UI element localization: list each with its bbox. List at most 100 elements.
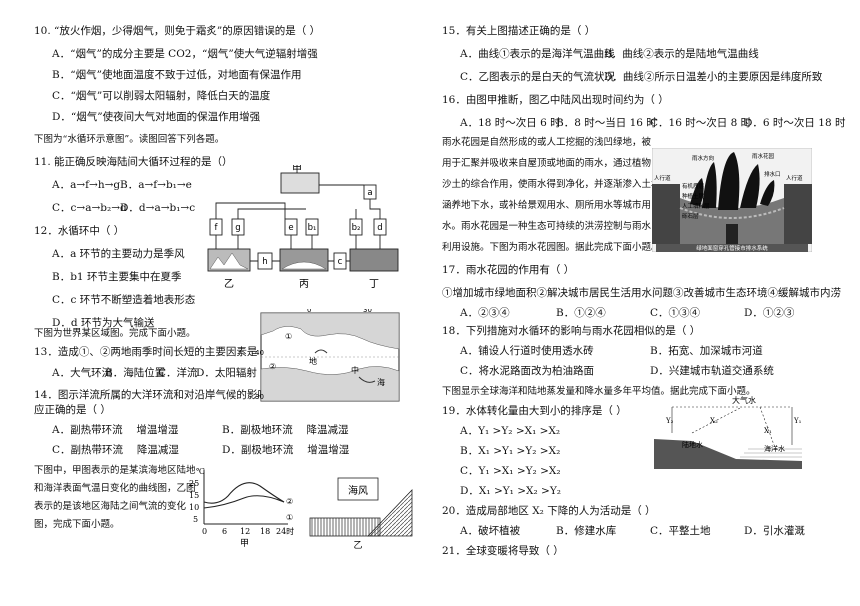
sea-intro-line1: 下图中，甲图表示的是某滨海地区陆地	[34, 465, 196, 476]
q19-option-a: A．Y₁ >Y₂ >X₁ >X₂	[460, 425, 561, 437]
q17-option-c: C．①③④	[650, 307, 701, 319]
q11-option-c: C．c→a→b₂→d	[52, 202, 127, 214]
q10-option-c: C．“烟气”可以削弱太阳辐射，降低白天的温度	[52, 90, 271, 102]
rain-text-line-1: 雨水花园是自然形成的或人工挖掘的浅凹绿地，被	[442, 137, 652, 148]
water-cycle-figure: 甲 乙 丙 丁 f g e b₁ b₂ d a h c	[204, 165, 402, 293]
breeze-figure-label: 乙	[353, 540, 362, 550]
transfer-y2: Y₂	[665, 417, 674, 425]
map-lat-30: 30	[255, 393, 264, 401]
rain-text-line-3: 沙土的综合作用，使雨水得到净化，并逐渐渗入土壤，	[442, 179, 671, 190]
garden-label-drain-pipe: 绿地面窗穿孔管接市排水系统	[696, 244, 768, 252]
temp-figure-label: 甲	[240, 538, 249, 548]
q16-option-b: B．8 时～当日 16 时	[556, 117, 657, 129]
temp-xtick-18: 18	[260, 527, 270, 536]
region-map-figure: 0° 30 40 30 ① ② 地 中 海	[255, 309, 405, 405]
cycle-right-label: 丁	[369, 279, 379, 290]
garden-label-gravel-layer: 砾石层	[682, 212, 699, 220]
temp-xtick-0: 0	[202, 527, 207, 536]
q17-stem: 17．雨水花园的作用有（ ）	[442, 264, 575, 276]
cycle-box-a: a	[367, 188, 372, 198]
q13-option-a: A．大气环流	[52, 367, 113, 379]
temp-xtick-24: 24时	[276, 526, 294, 536]
temp-xtick-12: 12	[240, 527, 250, 536]
q20-option-d: D．引水灌溉	[744, 525, 805, 537]
garden-label-rain-garden: 雨水花园	[752, 152, 775, 160]
rain-text-line-4: 涵养地下水，或补给景观用水、厕所用水等城市用	[442, 200, 652, 211]
q20-option-b: B．修建水库	[556, 525, 617, 537]
garden-label-fill-layer: 人工填料层	[682, 202, 710, 210]
cycle-box-b2: b₂	[352, 223, 361, 233]
rain-text-line-2: 用于汇聚并吸收来自屋顶或地面的雨水，通过植物	[442, 158, 652, 169]
q11-stem: 11. 能正确反映海陆间大循环过程的是（）	[34, 156, 233, 168]
map-point-2: ②	[269, 362, 276, 371]
temp-ytick-15: 15	[189, 491, 199, 500]
q16-option-d: D．6 时～次日 18 时	[744, 117, 846, 129]
transfer-ocean-water: 海洋水	[764, 444, 785, 453]
q14-option-a: A．副热带环流 增温增湿	[52, 424, 179, 436]
temp-xtick-6: 6	[222, 527, 227, 536]
q13-option-c: C．洋流	[158, 367, 198, 379]
q17-option-b: B．①②④	[556, 307, 606, 319]
q18-option-d: D．兴建城市轨道交通系统	[650, 365, 774, 377]
q14-stem-line2: 应正确的是（ ）	[34, 404, 111, 416]
transfer-intro: 下图显示全球海洋和陆地蒸发量和降水量多年平均值。据此完成下面小题。	[442, 386, 756, 397]
temp-ytick-5: 5	[193, 515, 198, 524]
cycle-top-label: 甲	[292, 165, 302, 175]
q21-stem: 21．全球变暖将导致（ ）	[442, 545, 564, 557]
cycle-box-h: h	[262, 257, 267, 267]
q14-option-d: D．副极地环流 增温增湿	[222, 444, 350, 456]
temp-curve-2-label: ②	[286, 497, 293, 506]
temp-ytick-25: 25	[189, 479, 199, 488]
garden-label-sidewalk-left: 人行道	[654, 174, 671, 182]
q13-stem: 13．造成①、②两地雨季时间长短的主要因素是（ ）	[34, 346, 282, 358]
garden-label-outlet: 排水口	[764, 170, 781, 178]
cycle-box-b1: b₁	[308, 223, 317, 233]
q17-items: ①增加城市绿地面积②解决城市居民生活用水问题③改善城市生态环境④缓解城市内涝	[442, 287, 841, 299]
q12-option-d: D．d 环节为大气输送	[52, 317, 155, 329]
garden-label-soil-layer: 种植土层	[682, 192, 705, 200]
map-point-1: ①	[285, 332, 292, 341]
q13-option-b: B．海陆位置	[105, 367, 166, 379]
q16-option-a: A．18 时～次日 6 时	[460, 117, 561, 129]
garden-label-sidewalk-right: 人行道	[786, 174, 803, 182]
q12-option-b: B．b1 环节主要集中在夏季	[52, 271, 182, 283]
q19-option-c: C．Y₁ >X₁ >Y₂ >X₂	[460, 465, 561, 477]
q11-option-b: B．a→f→b₁→e	[120, 179, 192, 191]
q17-option-d: D．①②③	[744, 307, 795, 319]
transfer-atmosphere: 大气水	[732, 395, 756, 405]
cycle-mid-label: 丙	[299, 279, 309, 290]
cycle-box-d: d	[377, 223, 382, 233]
q19-stem: 19．水体转化量由大到小的排序是（ ）	[442, 405, 627, 417]
q15-option-a: A．曲线①表示的是海洋气温曲线	[460, 48, 615, 60]
map-lat-40: 40	[255, 349, 264, 357]
rain-text-line-5: 水。雨水花园是一种生态可持续的洪涝控制与雨水	[442, 221, 652, 232]
q18-stem: 18．下列措施对水循环的影响与雨水花园相似的是（ ）	[442, 325, 701, 337]
q20-stem: 20．造成局部地区 X₂ 下降的人为活动是（ ）	[442, 505, 656, 517]
q20-option-a: A．破坏植被	[460, 525, 521, 537]
q12-option-a: A．a 环节的主要动力是季风	[52, 248, 185, 260]
cycle-box-c: c	[338, 257, 343, 267]
q20-option-c: C．平整土地	[650, 525, 711, 537]
sea-intro-line2: 和海洋表面气温日变化的曲线图，乙图	[34, 483, 196, 494]
q10-option-a: A．“烟气”的成分主要是 CO2，“烟气”使大气逆辐射增强	[52, 48, 318, 60]
q19-option-b: B．X₁ >Y₁ >Y₂ >X₂	[460, 445, 561, 457]
q14-stem-line1: 14．图示洋流所属的大洋环流和对沿岸气候的影响，对	[34, 389, 289, 401]
q19-option-d: D．X₁ >Y₁ >X₂ >Y₂	[460, 485, 561, 497]
q15-option-d: D．曲线②所示日温差小的主要原因是纬度所致	[604, 71, 823, 83]
cycle-intro: 下图为“水循环示意图”。读图回答下列各题。	[34, 134, 225, 145]
q12-option-c: C．c 环节不断塑造着地表形态	[52, 294, 196, 306]
q14-option-b: B．副极地环流 降温减湿	[222, 424, 349, 436]
transfer-land-water: 陆地水	[682, 440, 703, 449]
q18-option-b: B．拓宽、加深城市河道	[650, 345, 763, 357]
q10-stem: 10. “放火作烟，少得烟气，则免于霜炙”的原因错误的是（ ）	[34, 25, 321, 37]
q13-option-d: D．太阳辐射	[196, 367, 257, 379]
map-sea-char-2: 中	[351, 365, 359, 375]
q11-option-d: D．d→a→b₁→c	[120, 202, 196, 214]
q15-stem: 15．有关上图描述正确的是（ ）	[442, 25, 596, 37]
sea-intro-line4: 图，完成下面小题。	[34, 519, 120, 530]
cycle-left-label: 乙	[224, 278, 234, 290]
cycle-box-f: f	[215, 223, 219, 233]
map-intro: 下图为世界某区域图。完成下面小题。	[34, 328, 196, 339]
garden-label-rain-direction: 雨水方向	[692, 154, 714, 162]
q12-stem: 12．水循环中（ ）	[34, 225, 125, 237]
